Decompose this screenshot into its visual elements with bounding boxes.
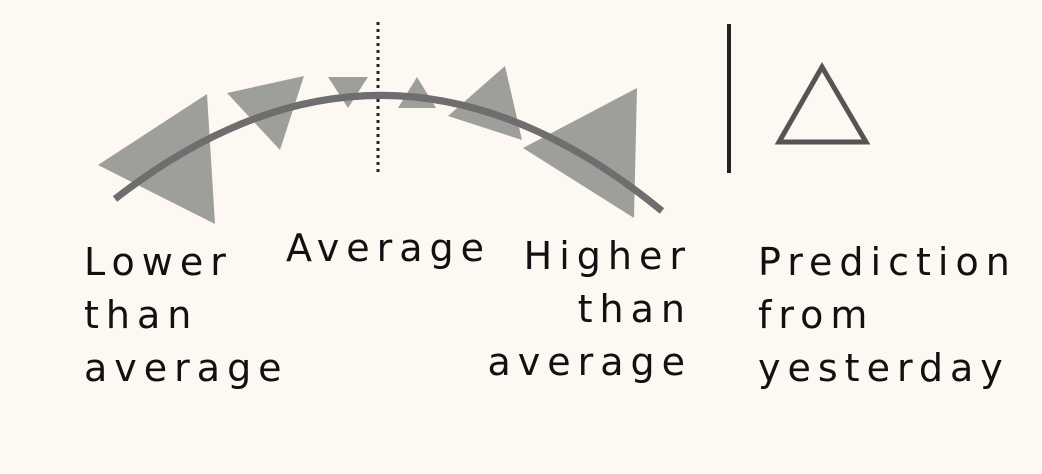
arc — [112, 92, 665, 214]
prediction-label-line-1: Prediction — [758, 240, 1017, 284]
triangle-marker-small-up — [398, 77, 436, 108]
prediction-from-yesterday-label: Prediction from yesterday — [758, 236, 1017, 395]
higher-label-line-2: than — [577, 287, 692, 331]
prediction-label-line-2: from — [758, 293, 875, 337]
triangle-marker-medium-right — [448, 66, 522, 140]
lower-than-average-label: Lower than average — [84, 236, 289, 395]
lower-label-line-3: average — [84, 346, 289, 390]
lower-label-line-1: Lower — [84, 240, 233, 284]
higher-label-line-3: average — [487, 340, 692, 384]
higher-than-average-label: Higher than average — [487, 230, 692, 389]
triangle-marker-large-left — [98, 94, 215, 224]
triangle-marker-small-down — [328, 77, 368, 108]
average-label-line-1: Average — [286, 226, 492, 270]
lower-label-line-2: than — [84, 293, 199, 337]
prediction-label-line-3: yesterday — [758, 346, 1010, 390]
prediction-triangle-icon — [774, 62, 871, 145]
higher-label-line-1: Higher — [523, 234, 692, 278]
average-label: Average — [286, 222, 491, 275]
